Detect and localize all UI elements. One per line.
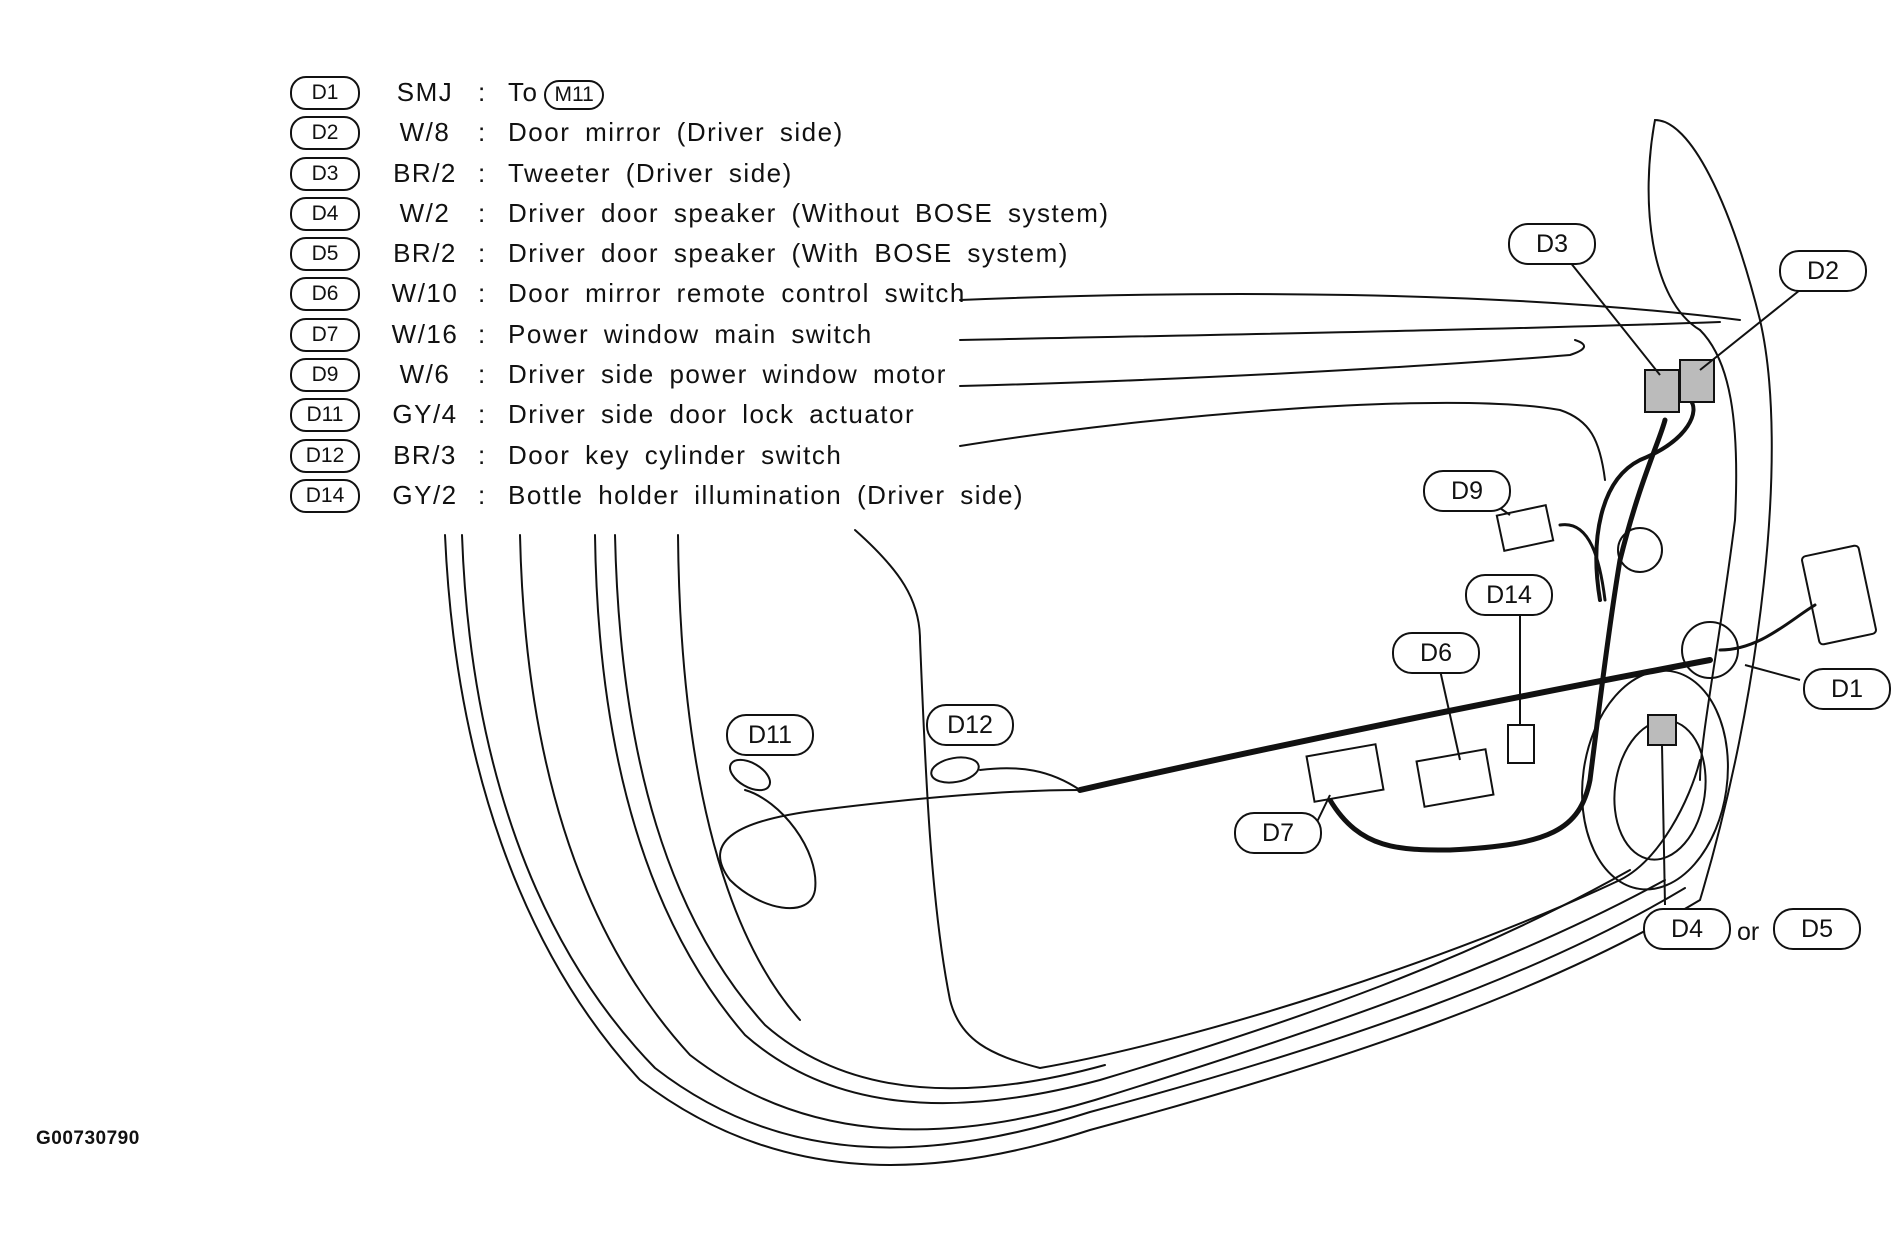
- harness-to-switches: [1327, 417, 1668, 853]
- harness-upper: [1594, 398, 1696, 602]
- speaker-outer: [1581, 669, 1729, 891]
- legend-colon: :: [478, 77, 487, 107]
- legend-code: D9: [290, 358, 360, 393]
- legend-colon: :: [478, 318, 487, 349]
- legend-connector: BR/2: [393, 238, 457, 269]
- legend-description-text: To: [508, 77, 539, 107]
- legend-colon: :: [478, 278, 487, 309]
- legend-code: D6: [290, 277, 360, 312]
- legend-code: D5: [290, 237, 360, 272]
- legend-description: Door key cylinder switch: [508, 439, 843, 470]
- d9-motor-connector: [1495, 504, 1555, 552]
- legend-connector: W/6: [399, 359, 451, 390]
- main-harness: [1077, 657, 1713, 793]
- legend-colon: :: [478, 197, 487, 228]
- d11-actuator-connector: [729, 758, 771, 792]
- callout-or: or: [1737, 918, 1760, 946]
- leader-d2: [1699, 289, 1801, 371]
- legend-colon: :: [478, 439, 487, 470]
- callout-d4: D4: [1643, 908, 1731, 950]
- harness-loop: [1617, 527, 1663, 573]
- d6-switch-connector: [1415, 748, 1495, 808]
- legend-connector: GY/2: [392, 479, 458, 510]
- leader-d1-callout: [1744, 664, 1801, 681]
- legend-colon: :: [478, 157, 487, 188]
- legend-description: Door mirror remote control switch: [508, 278, 966, 309]
- figure-id: G00730790: [36, 1128, 140, 1149]
- legend-connector: SMJ: [396, 77, 454, 107]
- legend-description: Driver door speaker (With BOSE system): [508, 238, 1069, 269]
- callout-d3: D3: [1508, 223, 1596, 265]
- d14-connector: [1507, 724, 1535, 764]
- door-mirror-connector: [1801, 544, 1877, 646]
- d7-switch-connector: [1305, 743, 1385, 803]
- d12-key-switch-connector: [930, 756, 980, 784]
- legend-code: D12: [290, 438, 360, 473]
- leader-d7: [959, 321, 1721, 341]
- legend-connector: GY/4: [392, 399, 458, 430]
- harness-d11: [719, 789, 1081, 910]
- door-trim-panel: [854, 529, 1701, 1070]
- leader-d3: [1569, 261, 1661, 376]
- legend-colon: :: [478, 359, 487, 390]
- legend-description: Door mirror (Driver side): [508, 117, 844, 148]
- callout-d11: D11: [726, 714, 814, 756]
- leader-d11: [959, 401, 1606, 481]
- harness-d12: [979, 767, 1081, 791]
- door-outline-5: [614, 534, 1106, 1090]
- grommet: [1681, 621, 1739, 679]
- legend-description: Power window main switch: [508, 318, 873, 349]
- legend-code: D2: [290, 116, 360, 151]
- d4-d5-speaker-connector: [1647, 714, 1677, 746]
- legend-connector: W/10: [391, 278, 459, 309]
- d3-tweeter-connector: [1644, 369, 1680, 413]
- legend-colon: :: [478, 238, 487, 269]
- door-outline-2: [461, 534, 1686, 1149]
- legend-connector: BR/3: [393, 439, 457, 470]
- leader-d6: [959, 293, 1741, 321]
- callout-d6: D6: [1392, 632, 1480, 674]
- legend-description: Bottle holder illumination (Driver side): [508, 479, 1025, 510]
- legend-description: Tweeter (Driver side): [508, 157, 793, 188]
- legend-colon: :: [478, 117, 487, 148]
- callout-d12: D12: [926, 704, 1014, 746]
- legend-description: Driver side power window motor: [508, 359, 947, 390]
- d2-mirror-connector: [1679, 359, 1715, 403]
- harness-d9: [1558, 523, 1607, 602]
- legend-colon: :: [478, 479, 487, 510]
- legend-connector: W/2: [399, 197, 451, 228]
- legend-code: D4: [290, 196, 360, 231]
- callout-d9: D9: [1423, 470, 1511, 512]
- legend-description: Driver side door lock actuator: [508, 399, 916, 430]
- door-outline-3: [519, 534, 1666, 1131]
- leader-d9: [959, 339, 1585, 387]
- door-outline-4: [594, 534, 1631, 1105]
- legend-description: Driver door speaker (Without BOSE system…: [508, 197, 1110, 228]
- door-outline-6: [677, 534, 801, 1021]
- callout-d5: D5: [1773, 908, 1861, 950]
- door-outline-outer: [444, 118, 1773, 1166]
- leader-d6-callout: [1439, 669, 1461, 761]
- legend-code: D1: [290, 76, 360, 110]
- legend-code: D11: [290, 398, 360, 433]
- window-frame: [1699, 329, 1738, 781]
- leader-d4-callout: [1661, 744, 1666, 906]
- legend-code: D7: [290, 317, 360, 352]
- legend-code: D3: [290, 156, 360, 191]
- legend-code: D14: [290, 478, 360, 513]
- callout-d1: D1: [1803, 668, 1891, 710]
- legend-connector: BR/2: [393, 157, 457, 188]
- leader-d9-callout: [1499, 507, 1511, 516]
- callout-d14: D14: [1465, 574, 1553, 616]
- callout-d7: D7: [1234, 812, 1322, 854]
- harness-mirror: [1718, 603, 1817, 652]
- legend-ref-tag: M11: [544, 80, 604, 110]
- callout-d2: D2: [1779, 250, 1867, 292]
- legend-connector: W/16: [391, 318, 459, 349]
- legend-colon: :: [478, 399, 487, 430]
- legend-connector: W/8: [399, 117, 451, 148]
